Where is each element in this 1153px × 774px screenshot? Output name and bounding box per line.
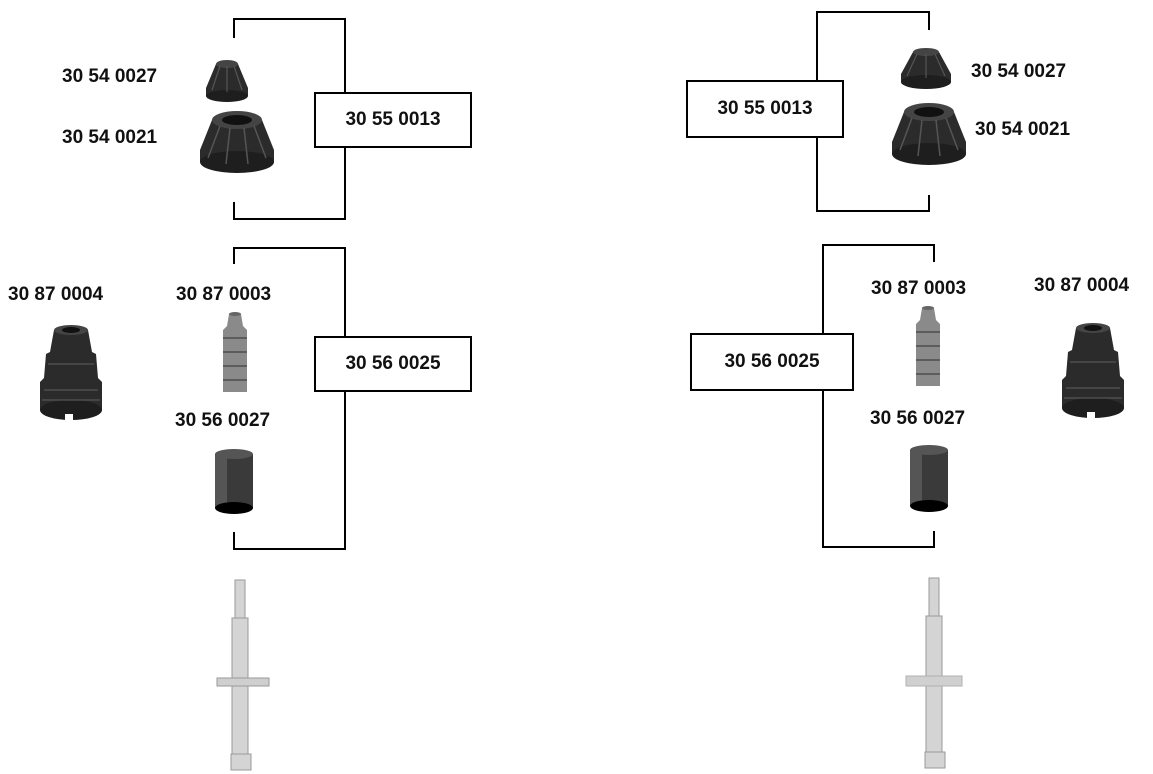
right-dust-cover-label: 30 56 0027 <box>870 409 965 428</box>
right-dust-cover-image <box>907 444 951 514</box>
left-dust-cover-image <box>212 448 256 516</box>
right-bump-stop-small-image <box>911 306 945 390</box>
left-top-mount-small-image <box>202 58 252 104</box>
right-mount-kit-box: 30 55 0013 <box>686 80 844 138</box>
left-top-mount-large-image <box>196 108 278 176</box>
left-dust-cover-label: 30 56 0027 <box>175 411 270 430</box>
left-bump-stop-large-label: 30 87 0004 <box>8 285 103 304</box>
left-bump-stop-large-image <box>38 324 104 426</box>
right-bump-stop-large-label: 30 87 0004 <box>1034 276 1129 295</box>
right-bump-stop-large-image <box>1060 322 1126 424</box>
left-top-mount-large-label: 30 54 0021 <box>62 128 157 147</box>
right-top-mount-large-image <box>888 100 970 168</box>
right-bump-stop-small-label: 30 87 0003 <box>871 279 966 298</box>
left-bump-stop-small-image <box>218 312 252 396</box>
left-protection-kit-box: 30 56 0025 <box>314 336 472 392</box>
right-protection-kit-box: 30 56 0025 <box>690 333 854 391</box>
left-mount-kit-box: 30 55 0013 <box>314 92 472 148</box>
right-top-mount-large-label: 30 54 0021 <box>975 120 1070 139</box>
right-top-mount-small-label: 30 54 0027 <box>971 62 1066 81</box>
left-top-mount-small-label: 30 54 0027 <box>62 67 157 86</box>
left-bump-stop-small-label: 30 87 0003 <box>176 285 271 304</box>
left-shock-absorber-image <box>212 578 272 774</box>
right-top-mount-small-image <box>895 46 957 92</box>
right-shock-absorber-image <box>902 576 966 772</box>
